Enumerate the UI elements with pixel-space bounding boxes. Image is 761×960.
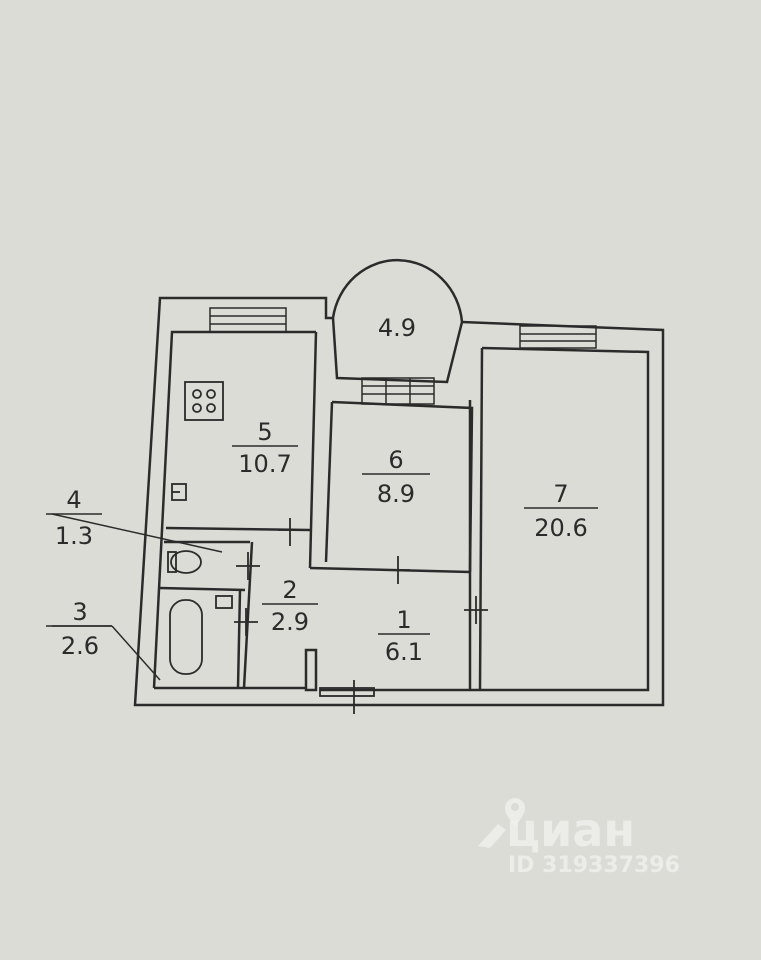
room-1-area: 6.1 (385, 638, 423, 666)
bath-sink (215, 595, 233, 609)
room-6-number: 6 (388, 446, 403, 474)
room-3-number: 3 (72, 598, 87, 626)
stove-burner (206, 403, 216, 413)
room-3-area: 2.6 (61, 632, 99, 660)
room-6-left-wall (324, 401, 334, 563)
room-1-number: 1 (396, 606, 411, 634)
outer-wall (133, 296, 665, 707)
room-5-number: 5 (257, 418, 272, 446)
inner-wall-bottom-right (320, 346, 650, 692)
balcony-door (361, 377, 435, 405)
toilet-bowl (170, 550, 202, 574)
label-fraction-bars (46, 445, 598, 635)
watermark: циан ID 319337396 (478, 798, 680, 878)
watermark-brand: циан (506, 803, 635, 857)
bathtub (169, 599, 203, 675)
balcony-area: 4.9 (378, 314, 416, 342)
room-7-area: 20.6 (534, 514, 587, 542)
wall-toilet-bottom (159, 586, 246, 592)
wall-bath-inner (236, 589, 242, 689)
window-room-7 (519, 325, 597, 349)
stove-burner (206, 389, 216, 399)
door-jamb (304, 648, 318, 692)
leader-room-4 (51, 513, 223, 553)
windows (209, 307, 597, 405)
watermark-listing-id: ID 319337396 (508, 853, 680, 878)
wall-room-7-inner (478, 347, 484, 691)
location-pin-hole (511, 803, 519, 811)
stove-burner (192, 389, 202, 399)
window-kitchen (209, 307, 287, 333)
room-labels: 4.9 5 10.7 6 8.9 7 20.6 2 2.9 1 6.1 4 1.… (55, 314, 588, 666)
balcony-outline (331, 317, 464, 384)
stove (184, 381, 224, 421)
room-4-area: 1.3 (55, 522, 93, 550)
room-4-number: 4 (66, 486, 81, 514)
location-pin-icon (505, 798, 525, 826)
room-5-area: 10.7 (238, 450, 291, 478)
stove-burner (192, 403, 202, 413)
balcony-arc (331, 258, 464, 323)
room-7-number: 7 (553, 480, 568, 508)
fixtures (167, 381, 233, 675)
room-6-area: 8.9 (377, 480, 415, 508)
wall-kitchen-hall (308, 331, 318, 569)
room-2-number: 2 (282, 576, 297, 604)
entrance-door (319, 687, 375, 697)
door-marks (234, 518, 488, 714)
leader-room-3-b (111, 625, 161, 681)
cian-logo-icon (478, 824, 506, 848)
toilet-tank (167, 551, 177, 573)
room-2-area: 2.9 (271, 608, 309, 636)
